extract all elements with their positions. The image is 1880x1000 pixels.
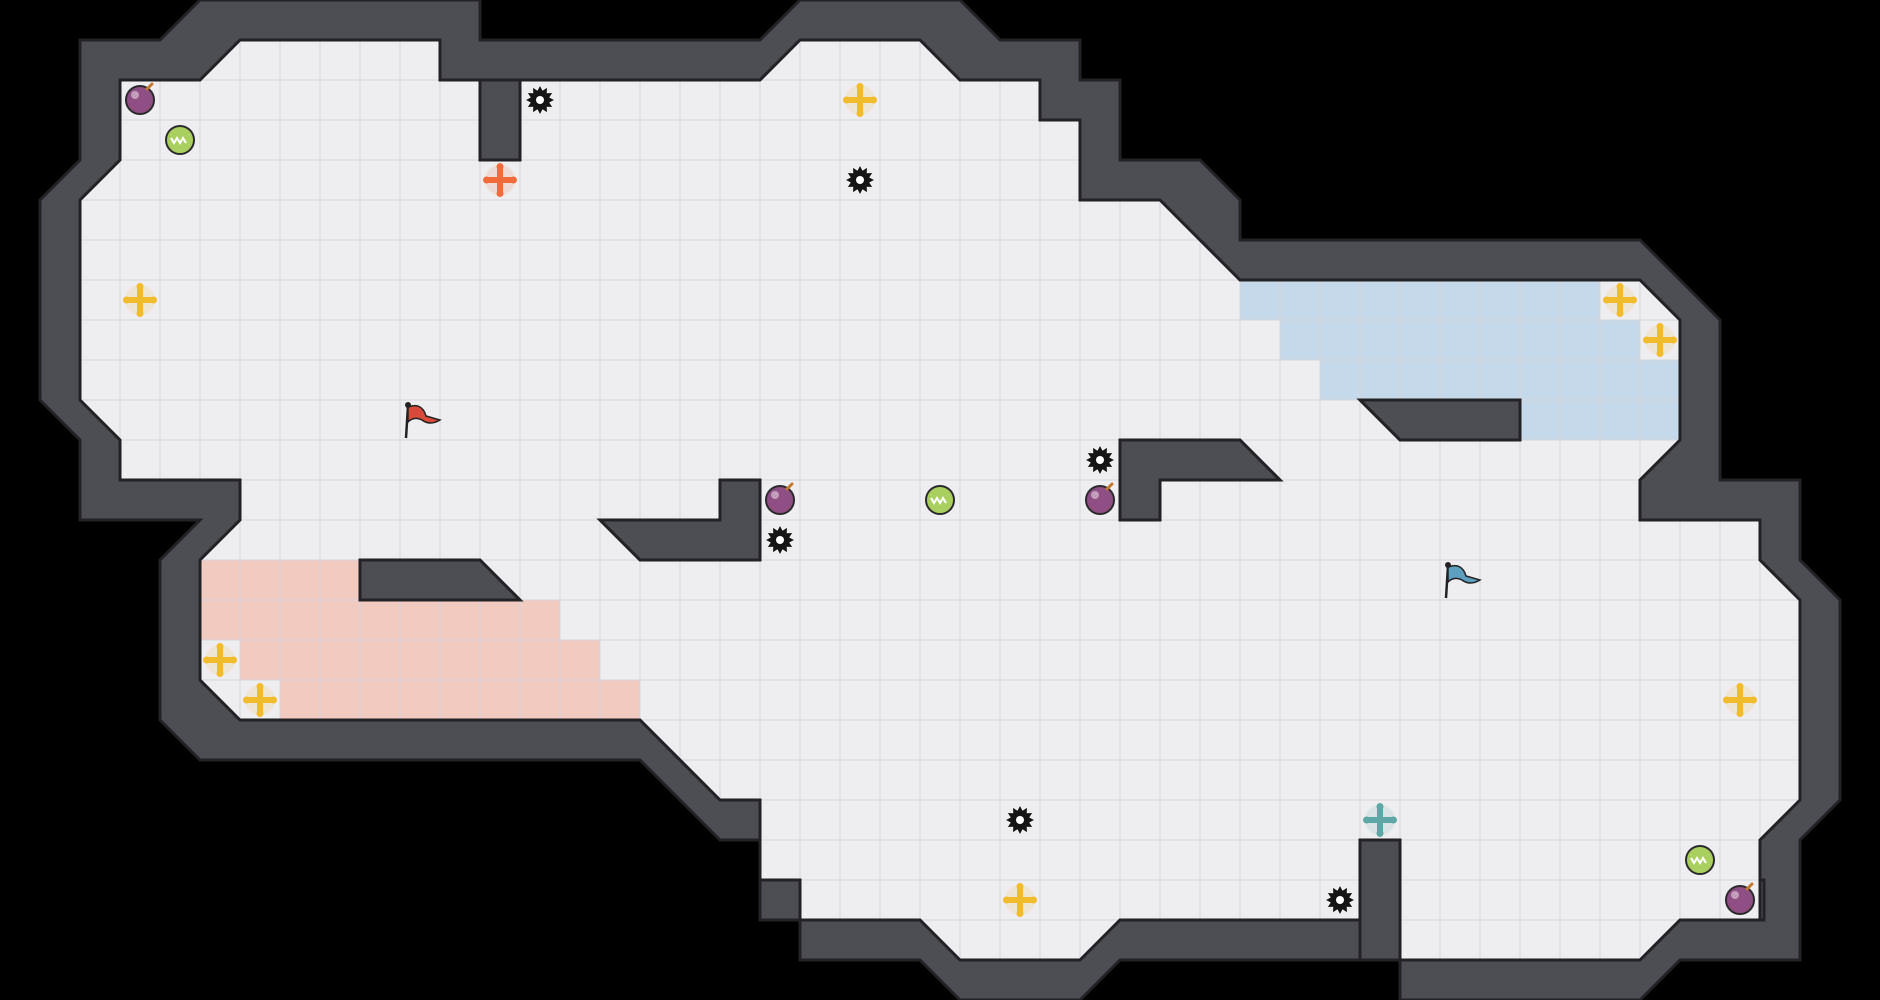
- blue-zone-tile: [1440, 320, 1480, 360]
- wall-nub-right: [1758, 878, 1766, 922]
- spike-icon: [526, 86, 554, 114]
- boost-icon: [203, 643, 237, 677]
- blue-zone-tile: [1520, 320, 1560, 360]
- red-zone-tile: [280, 560, 320, 600]
- outer-wall: [38, 0, 1842, 1000]
- blue-zone-tile: [1600, 400, 1640, 440]
- spike-icon: [846, 166, 874, 194]
- blue-zone-tile: [1640, 360, 1680, 400]
- blue-zone-tile: [1520, 360, 1560, 400]
- red-zone-tile: [360, 640, 400, 680]
- red-flag-icon: [404, 402, 442, 439]
- blue-zone-tile: [1480, 320, 1520, 360]
- red-zone-tile: [200, 600, 240, 640]
- blue-zone-tile: [1400, 280, 1440, 320]
- powerup-icon: [925, 485, 955, 515]
- blue-zone-tile: [1360, 320, 1400, 360]
- spike-icon: [766, 526, 794, 554]
- bomb-icon: [765, 482, 795, 515]
- red-zone-tile: [280, 600, 320, 640]
- wall-block-left: [358, 558, 524, 602]
- red-zone-tile: [520, 640, 560, 680]
- wall-pillar-bottom: [1358, 838, 1402, 962]
- blue-zone-tile: [1600, 360, 1640, 400]
- bomb-icon: [125, 82, 155, 115]
- red-zone-tile: [360, 600, 400, 640]
- blue-zone-tile: [1320, 360, 1360, 400]
- red-zone-tile: [400, 640, 440, 680]
- red-zone-tile: [400, 680, 440, 720]
- blue-zone-tile: [1560, 360, 1600, 400]
- red-zone-tile: [360, 680, 400, 720]
- red-zone-tile: [240, 640, 280, 680]
- red-boost-icon: [483, 163, 517, 197]
- boost-icon: [1723, 683, 1757, 717]
- red-zone-tile: [320, 600, 360, 640]
- red-zone-tile: [480, 680, 520, 720]
- blue-zone-tile: [1280, 280, 1320, 320]
- red-zone-tile: [440, 680, 480, 720]
- boost-icon: [243, 683, 277, 717]
- red-zone-tile: [400, 600, 440, 640]
- game-objects: [123, 82, 1757, 917]
- red-zone-tile: [440, 640, 480, 680]
- boost-icon: [843, 83, 877, 117]
- blue-boost-icon: [1363, 803, 1397, 837]
- spike-icon: [1006, 806, 1034, 834]
- red-zone-tile: [440, 600, 480, 640]
- wall-block-center-right: [1118, 438, 1284, 522]
- blue-zone-tile: [1320, 280, 1360, 320]
- blue-zone-tile: [1400, 360, 1440, 400]
- bomb-icon: [1085, 482, 1115, 515]
- red-zone-tile: [320, 560, 360, 600]
- blue-zone-tile: [1560, 280, 1600, 320]
- blue-zone-tile: [1440, 360, 1480, 400]
- blue-zone-tile: [1360, 360, 1400, 400]
- team-zones: [200, 280, 1680, 720]
- boost-icon: [1643, 323, 1677, 357]
- blue-zone-tile: [1560, 400, 1600, 440]
- wall-block-right: [1356, 398, 1522, 442]
- blue-zone-tile: [1360, 280, 1400, 320]
- red-zone-tile: [280, 680, 320, 720]
- red-zone-tile: [320, 680, 360, 720]
- blue-zone-tile: [1600, 320, 1640, 360]
- blue-zone-tile: [1520, 400, 1560, 440]
- red-zone-tile: [240, 560, 280, 600]
- red-zone-tile: [600, 680, 640, 720]
- blue-zone-tile: [1400, 320, 1440, 360]
- red-zone-tile: [560, 640, 600, 680]
- blue-zone-tile: [1640, 400, 1680, 440]
- red-zone-tile: [480, 600, 520, 640]
- boost-icon: [123, 283, 157, 317]
- blue-zone-tile: [1480, 280, 1520, 320]
- boost-icon: [1603, 283, 1637, 317]
- boost-icon: [1003, 883, 1037, 917]
- blue-zone-tile: [1240, 280, 1280, 320]
- red-zone-tile: [560, 680, 600, 720]
- red-zone-tile: [480, 640, 520, 680]
- red-zone-tile: [520, 600, 560, 640]
- red-zone-tile: [200, 560, 240, 600]
- blue-zone-tile: [1320, 320, 1360, 360]
- powerup-icon: [1685, 845, 1715, 875]
- blue-zone-tile: [1560, 320, 1600, 360]
- red-zone-tile: [320, 640, 360, 680]
- spike-icon: [1326, 886, 1354, 914]
- red-zone-tile: [520, 680, 560, 720]
- spike-icon: [1086, 446, 1114, 474]
- powerup-icon: [165, 125, 195, 155]
- blue-zone-tile: [1520, 280, 1560, 320]
- bomb-icon: [1725, 882, 1755, 915]
- blue-flag-icon: [1444, 562, 1482, 599]
- wall-block-center-left: [596, 478, 762, 562]
- red-zone-tile: [240, 600, 280, 640]
- red-zone-tile: [280, 640, 320, 680]
- blue-zone-tile: [1440, 280, 1480, 320]
- wall-pillar-top: [478, 78, 522, 162]
- blue-zone-tile: [1480, 360, 1520, 400]
- blue-zone-tile: [1280, 320, 1320, 360]
